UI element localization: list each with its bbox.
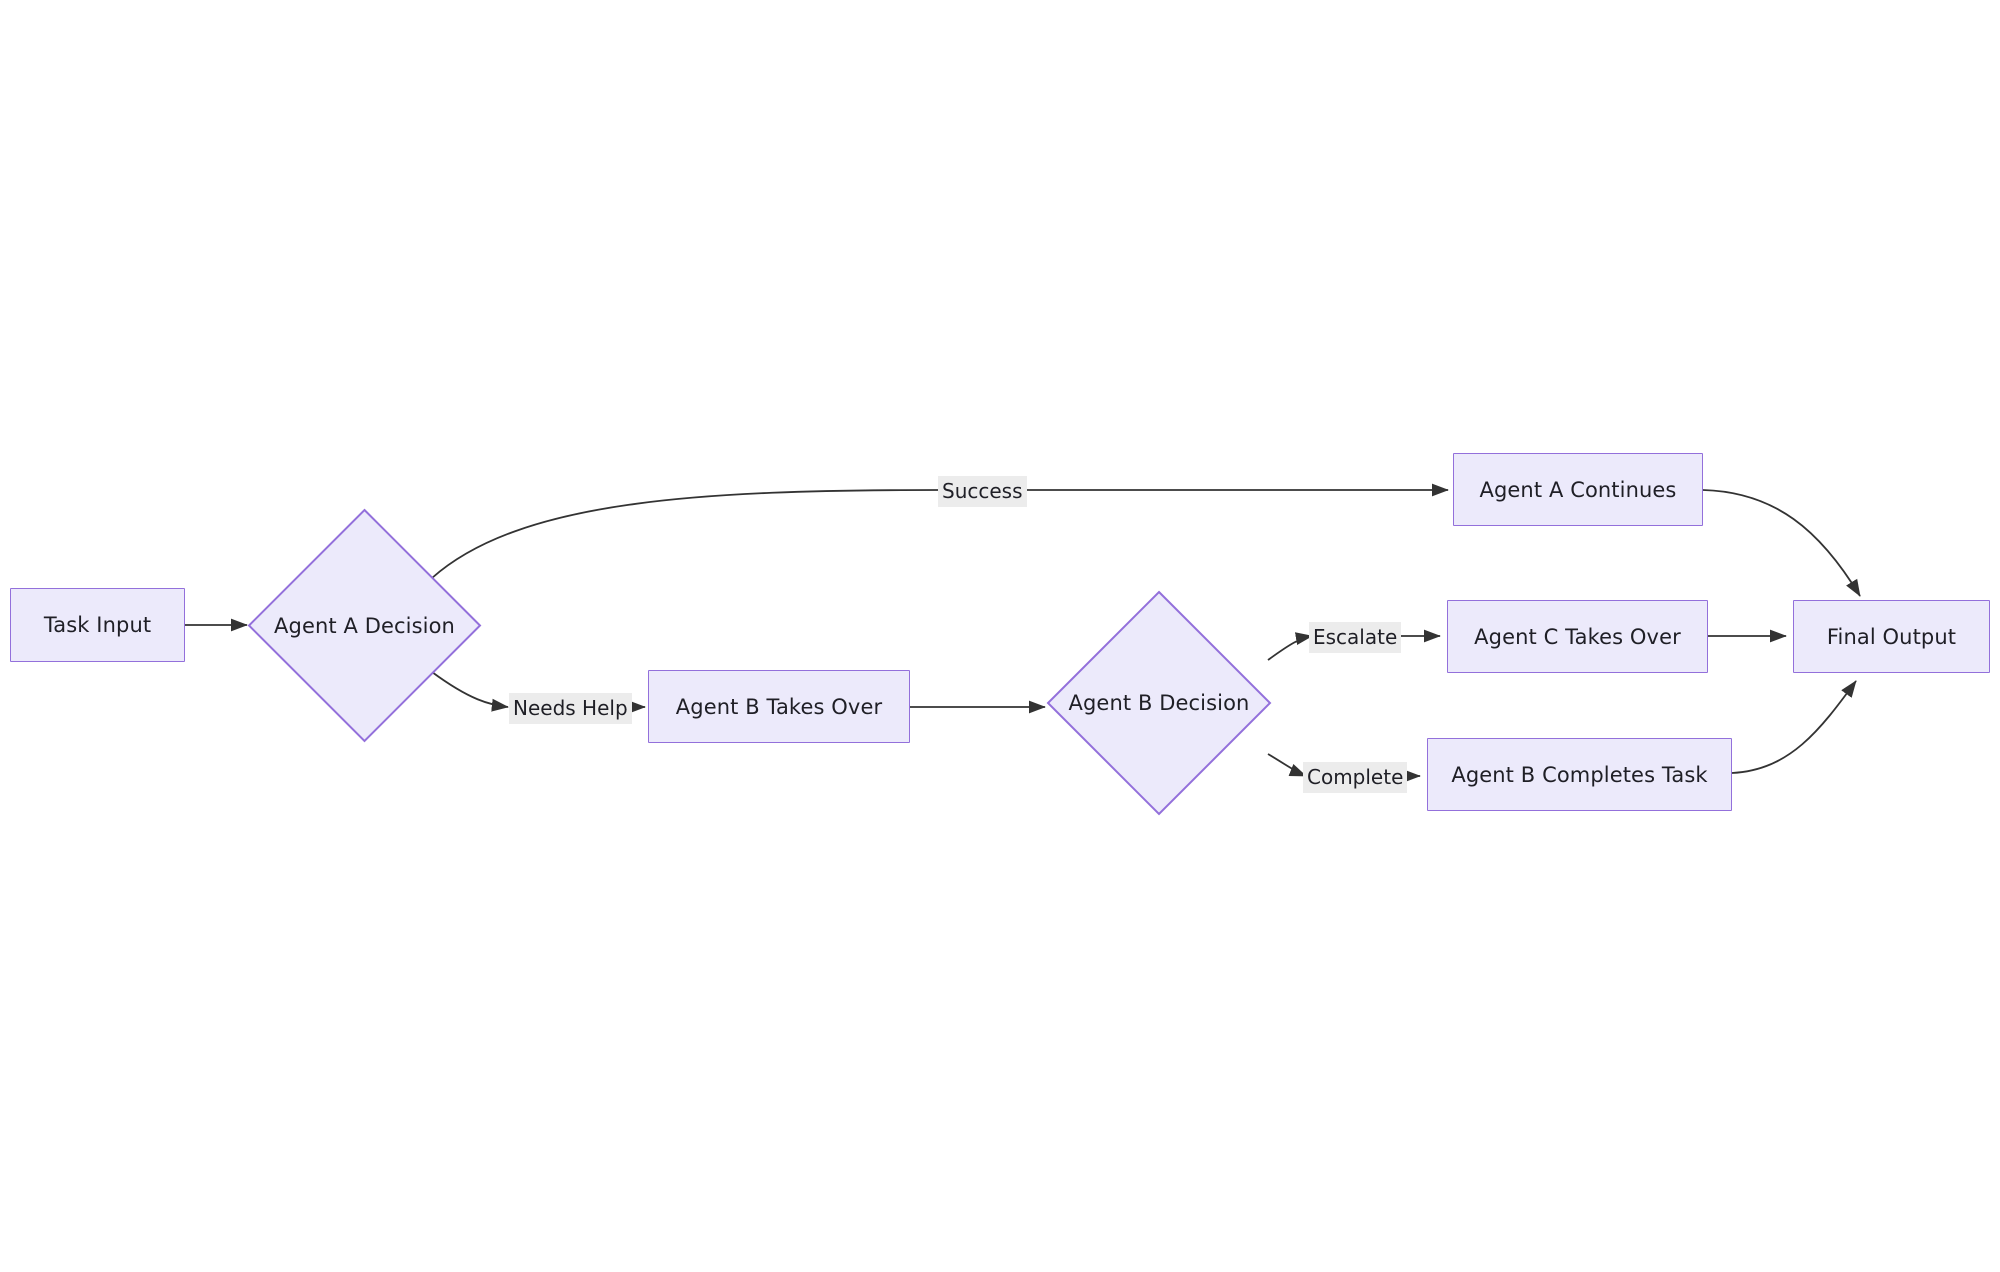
node-task-input-label: Task Input: [43, 613, 152, 637]
edge-label-success: Success: [938, 476, 1027, 507]
node-agent-c-takes-over[interactable]: Agent C Takes Over: [1447, 600, 1708, 673]
node-agent-b-completes-task-label: Agent B Completes Task: [1451, 762, 1708, 787]
node-agent-b-takes-over[interactable]: Agent B Takes Over: [648, 670, 910, 743]
diamond-shape: [247, 508, 482, 743]
node-agent-a-decision[interactable]: Agent A Decision: [247, 508, 482, 743]
node-agent-b-decision[interactable]: Agent B Decision: [1046, 590, 1272, 816]
node-agent-a-decision-label: Agent A Decision: [274, 613, 455, 638]
node-agent-b-takes-over-label: Agent B Takes Over: [675, 694, 883, 719]
edge-label-complete: Complete: [1303, 762, 1408, 793]
node-agent-a-continues[interactable]: Agent A Continues: [1453, 453, 1703, 526]
node-agent-b-completes-task[interactable]: Agent B Completes Task: [1427, 738, 1732, 811]
node-final-output[interactable]: Final Output: [1793, 600, 1990, 673]
edge-label-escalate: Escalate: [1309, 622, 1402, 653]
edge-agent-b-decision-to-agent-c-takes: [1267, 632, 1313, 661]
diamond-shape: [1046, 590, 1272, 816]
node-agent-c-takes-over-label: Agent C Takes Over: [1474, 624, 1681, 649]
node-agent-b-decision-label: Agent B Decision: [1068, 691, 1250, 715]
edge-agent-b-completes-to-final-output: [1731, 680, 1857, 774]
edge-label-needs-help: Needs Help: [509, 693, 632, 724]
edge-agent-a-decision-to-agent-a-continues: [431, 483, 1449, 579]
edge-agent-b-decision-to-agent-b-completes: [1267, 753, 1307, 777]
node-task-input[interactable]: Task Input: [10, 588, 185, 662]
edge-agent-a-decision-to-agent-b-takes: [431, 671, 509, 712]
edge-agent-a-continues-to-final-output: [1702, 489, 1861, 597]
node-final-output-label: Final Output: [1826, 624, 1957, 649]
node-agent-a-continues-label: Agent A Continues: [1479, 477, 1677, 502]
